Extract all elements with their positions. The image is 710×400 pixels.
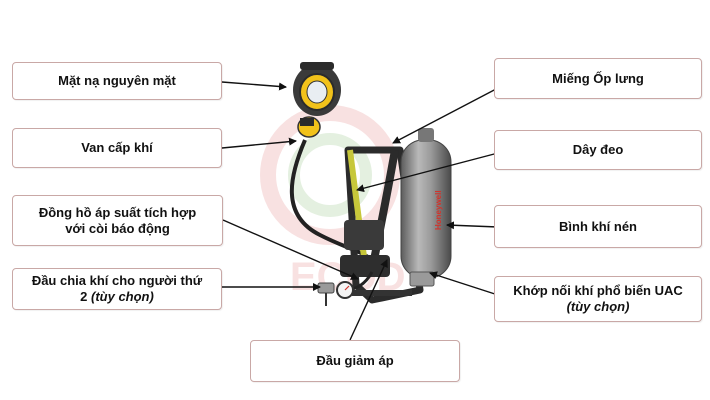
label-cylinder: Bình khí nén: [494, 205, 702, 248]
label-splitter-line1: Đầu chia khí cho người thứ: [31, 273, 203, 288]
label-reducer: Đầu giảm áp: [250, 340, 460, 382]
cylinder-brand-label: Honeywell: [434, 190, 443, 230]
label-splitter-optional: (tùy chọn): [91, 289, 154, 304]
label-coupling: Khớp nối khí phổ biến UAC (tùy chọn): [494, 276, 702, 322]
label-strap: Dây đeo: [494, 130, 702, 170]
label-reducer-text: Đầu giảm áp: [316, 353, 394, 368]
label-splitter-line2: 2 (tùy chọn): [80, 289, 154, 305]
label-valve: Van cấp khí: [12, 128, 222, 168]
arrow-reducer: [349, 259, 388, 341]
arrow-strap: [356, 152, 499, 193]
arrow-coupling: [429, 271, 499, 296]
label-splitter: Đầu chia khí cho người thứ 2 (tùy chọn): [12, 268, 222, 310]
connector-arrows: [221, 81, 499, 341]
label-gauge-line1: Đồng hồ áp suất tích hợp: [38, 204, 197, 220]
pressure-gauge-icon: [336, 281, 354, 299]
label-coupling-line1: Khớp nối khí phổ biến UAC: [513, 283, 683, 298]
arrow-mask: [221, 81, 287, 91]
label-valve-text: Van cấp khí: [81, 140, 153, 155]
label-cylinder-text: Bình khí nén: [559, 218, 637, 234]
label-coupling-optional: (tùy chọn): [566, 299, 630, 314]
label-mask: Mặt nạ nguyên mặt: [12, 62, 222, 100]
label-gauge-line2: với còi báo động: [65, 220, 170, 236]
label-backplate: Miếng Ốp lưng: [494, 58, 702, 99]
label-backplate-text: Miếng Ốp lưng: [552, 70, 644, 86]
label-gauge: Đồng hồ áp suất tích hợp với còi báo độn…: [12, 195, 223, 246]
label-coupling-line2: (tùy chọn): [567, 299, 630, 315]
arrow-backplate: [392, 87, 499, 144]
full-face-mask-icon: [293, 62, 341, 138]
arrow-cylinder: [446, 221, 499, 230]
arrow-gauge: [222, 219, 359, 280]
label-strap-text: Dây đeo: [572, 142, 624, 157]
arrow-valve: [221, 137, 297, 149]
label-mask-text: Mặt nạ nguyên mặt: [58, 73, 176, 88]
label-splitter-prefix: 2: [80, 289, 91, 304]
